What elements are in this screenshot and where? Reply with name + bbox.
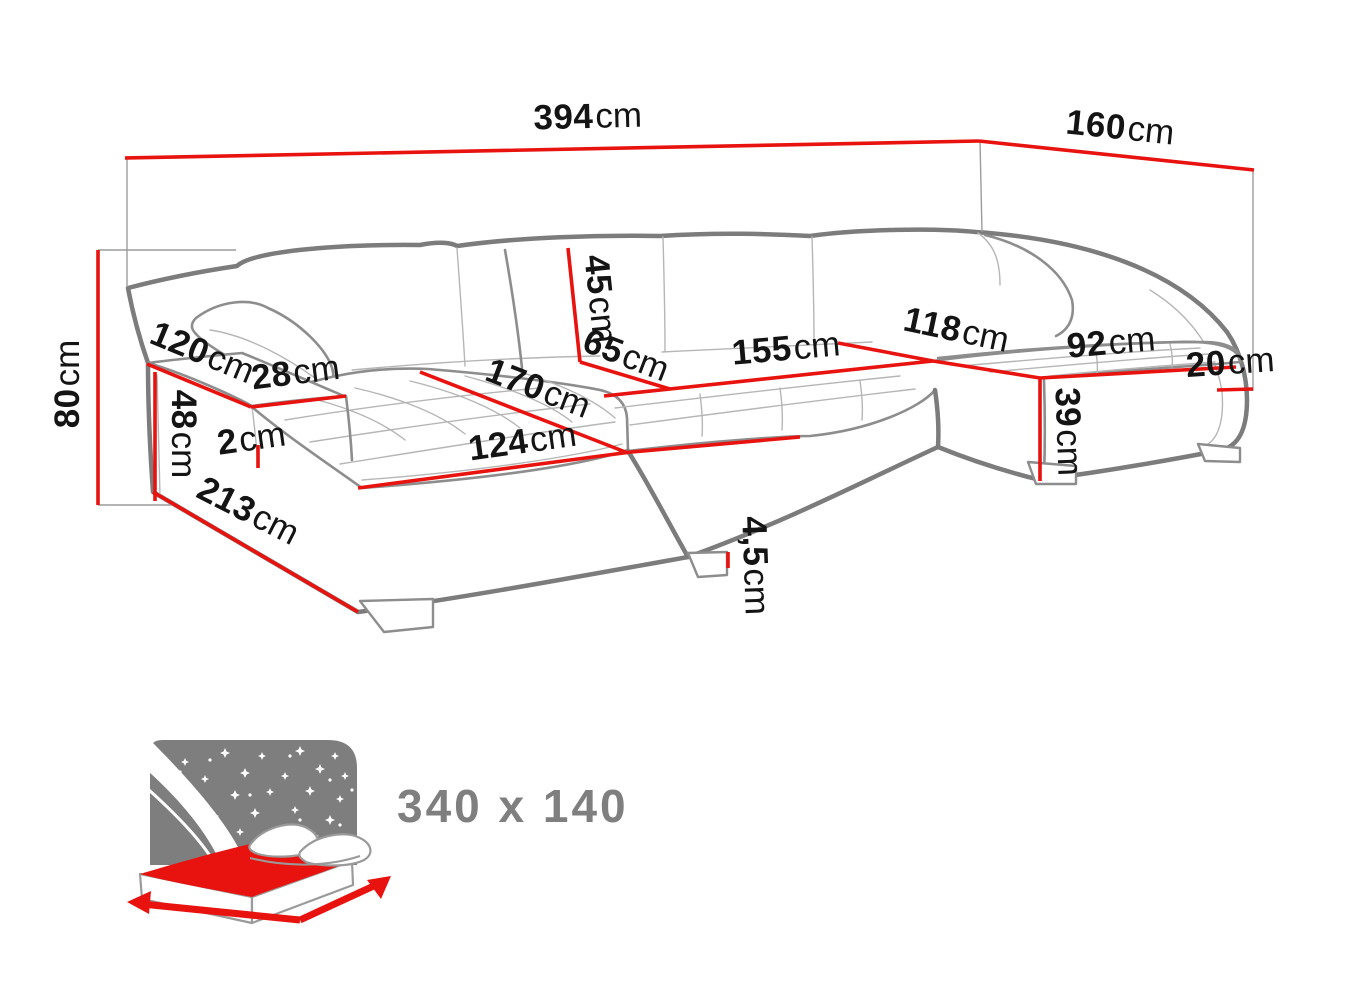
dim-label-chaise-seat-width: 124cm [466,415,579,469]
line-394 [124,139,980,160]
line-118 [837,341,934,363]
dim-label-middle-seat-width: 155cm [730,324,842,372]
line-92 [1039,365,1237,380]
dim-label-overall-width: 394cm [533,96,643,138]
line-seat-edge-right [932,359,1041,380]
line-160 [978,139,1255,172]
line-213 [152,490,359,614]
line-28 [250,394,347,409]
dim-label-leg-height: 4,5cm [734,516,776,616]
dim-label-base-height: 48cm [164,390,203,479]
sofa-line-art [125,227,1250,634]
dim-label-arm-width: 28cm [249,348,342,398]
stars [178,746,354,848]
dim-label-backrest-height: 45cm [576,253,624,345]
line-170 [419,370,629,455]
sleeping-function-icon [127,739,391,925]
line-155 [603,359,934,398]
right-seat-tufting [959,343,1216,377]
sofa-silhouette [125,227,1250,615]
line-124 [357,450,632,490]
line-65 [579,360,671,391]
line-120 [146,362,252,409]
dim-label-right-arm-width: 20cm [1185,340,1276,385]
dim-label-depth-right: 160cm [1064,102,1176,152]
dim-label-seat-height: 39cm [1047,387,1089,477]
sleeping-area-size: 340 x 140 [397,780,629,832]
line-seat-edge-left [630,435,801,454]
dim-label-arm-gap: 2cm [215,415,288,463]
chaise-tufting [284,371,623,481]
line-20 [1216,387,1254,392]
dim-label-right-seat-width: 92cm [1065,319,1157,366]
dim-label-height: 80cm [48,340,87,429]
line-45 [566,247,582,363]
extension-lines [98,140,1254,506]
middle-seat-tufting [614,375,916,437]
moon-crescent [149,739,247,866]
dimension-lines [96,139,1255,614]
bed-dimension-arrows [127,876,391,924]
